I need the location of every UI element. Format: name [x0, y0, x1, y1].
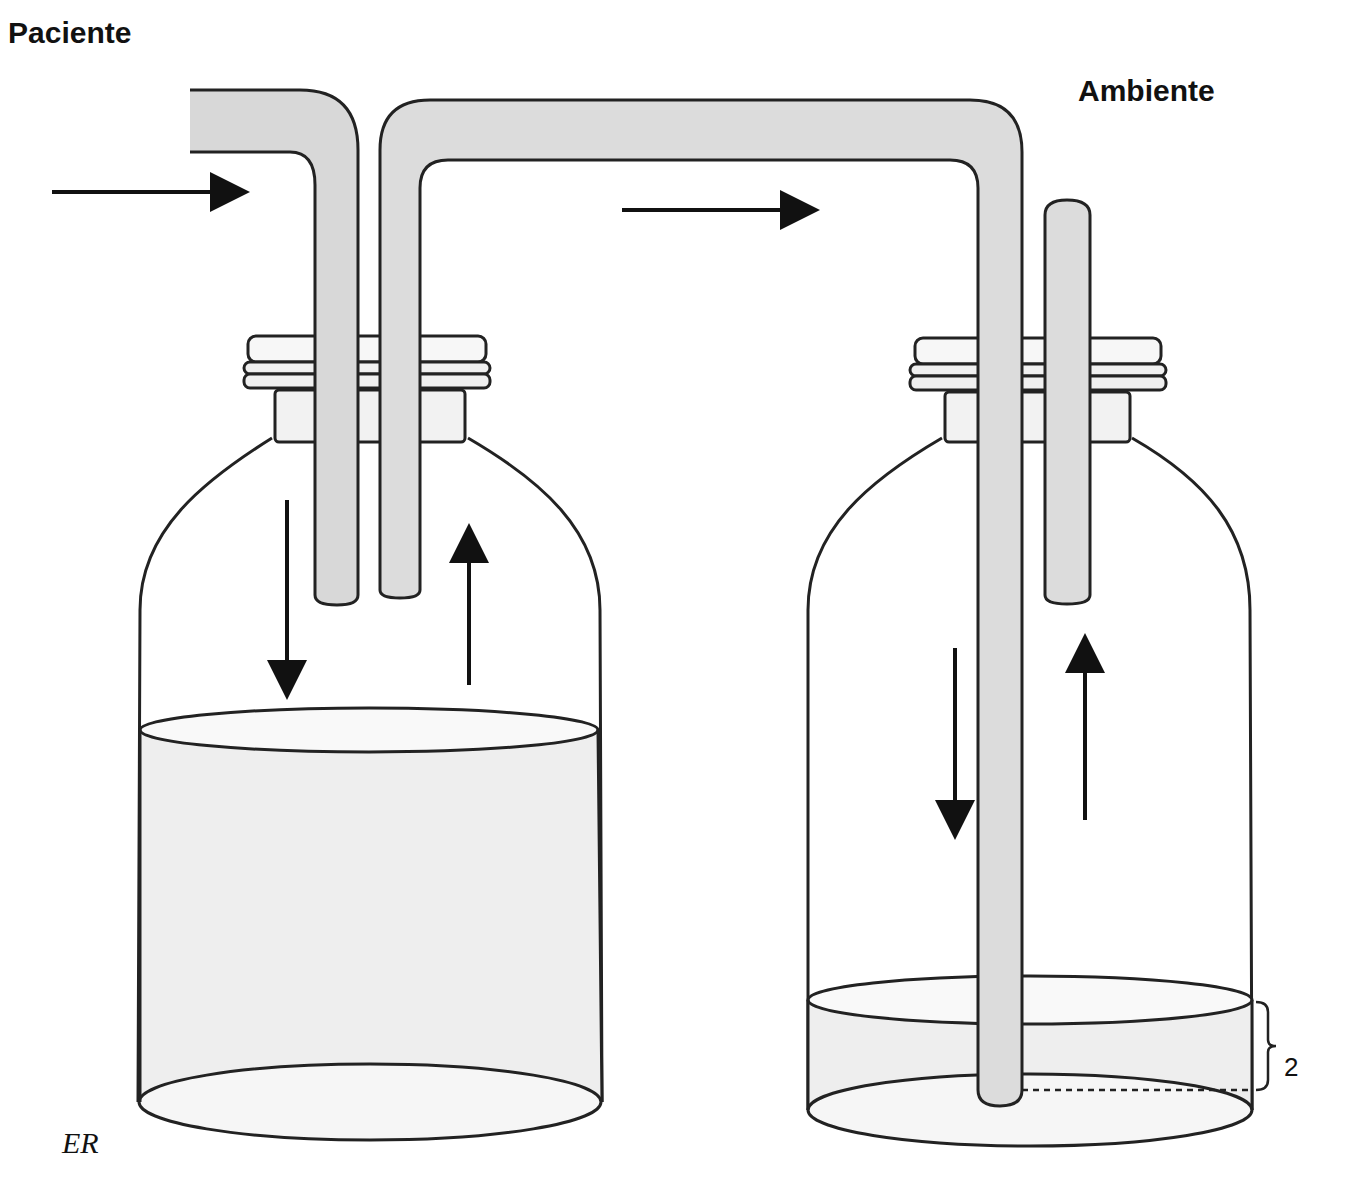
dimension-number: 2	[1284, 1054, 1298, 1080]
water-seal-bottle	[808, 338, 1252, 1146]
connecting-tube	[380, 100, 1022, 1106]
flow-arrows	[52, 192, 1085, 828]
location-label: Ambiente	[1078, 76, 1215, 106]
vent-tube	[1045, 200, 1090, 604]
location-label: Paciente	[8, 18, 131, 48]
patient-tube	[190, 90, 358, 605]
collection-bottle	[138, 336, 602, 1140]
depth-bracket	[1022, 1002, 1276, 1090]
artist-signature: ER	[62, 1128, 99, 1158]
